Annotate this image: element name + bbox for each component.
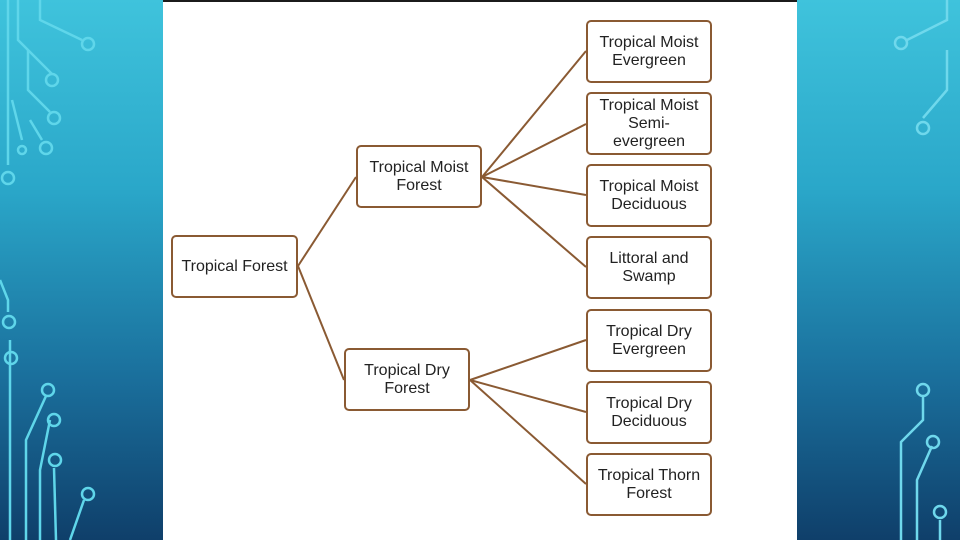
- node-label: Tropical Moist Evergreen: [599, 33, 699, 69]
- node-tropical-dry-deciduous: Tropical Dry Deciduous: [586, 381, 712, 444]
- node-label: Tropical Moist Deciduous: [599, 177, 699, 213]
- node-littoral-and-swamp: Littoral and Swamp: [586, 236, 712, 299]
- connector-moist-semi: [481, 123, 587, 178]
- connector-dry-thorn: [469, 379, 587, 485]
- node-tropical-moist-forest: Tropical Moist Forest: [356, 145, 482, 208]
- node-label: Tropical Dry Deciduous: [606, 394, 692, 430]
- connector-dry-evergreen: [469, 339, 587, 381]
- connector-root-moist: [297, 176, 357, 267]
- node-tropical-thorn-forest: Tropical Thorn Forest: [586, 453, 712, 516]
- circuit-decoration-left: [0, 0, 96, 540]
- node-label: Tropical Dry Evergreen: [606, 322, 692, 358]
- node-label: Tropical Dry Forest: [364, 361, 450, 397]
- node-tropical-moist-semi-evergreen: Tropical Moist Semi- evergreen: [586, 92, 712, 155]
- node-label: Tropical Forest: [181, 257, 288, 275]
- node-tropical-dry-forest: Tropical Dry Forest: [344, 348, 470, 411]
- node-label: Tropical Moist Forest: [369, 158, 469, 194]
- node-tropical-moist-deciduous: Tropical Moist Deciduous: [586, 164, 712, 227]
- circuit-decoration-right: [893, 0, 949, 540]
- connector-moist-littoral: [481, 176, 587, 268]
- node-label: Tropical Thorn Forest: [597, 466, 701, 502]
- node-label: Littoral and Swamp: [609, 249, 689, 285]
- connector-root-dry: [297, 265, 345, 381]
- node-label: Tropical Moist Semi- evergreen: [599, 96, 699, 150]
- connector-moist-deciduous: [481, 176, 587, 196]
- panel-top-border: [163, 0, 797, 2]
- node-tropical-moist-evergreen: Tropical Moist Evergreen: [586, 20, 712, 83]
- connector-dry-deciduous: [469, 379, 587, 413]
- connector-moist-evergreen: [481, 50, 587, 178]
- node-tropical-forest: Tropical Forest: [171, 235, 298, 298]
- node-tropical-dry-evergreen: Tropical Dry Evergreen: [586, 309, 712, 372]
